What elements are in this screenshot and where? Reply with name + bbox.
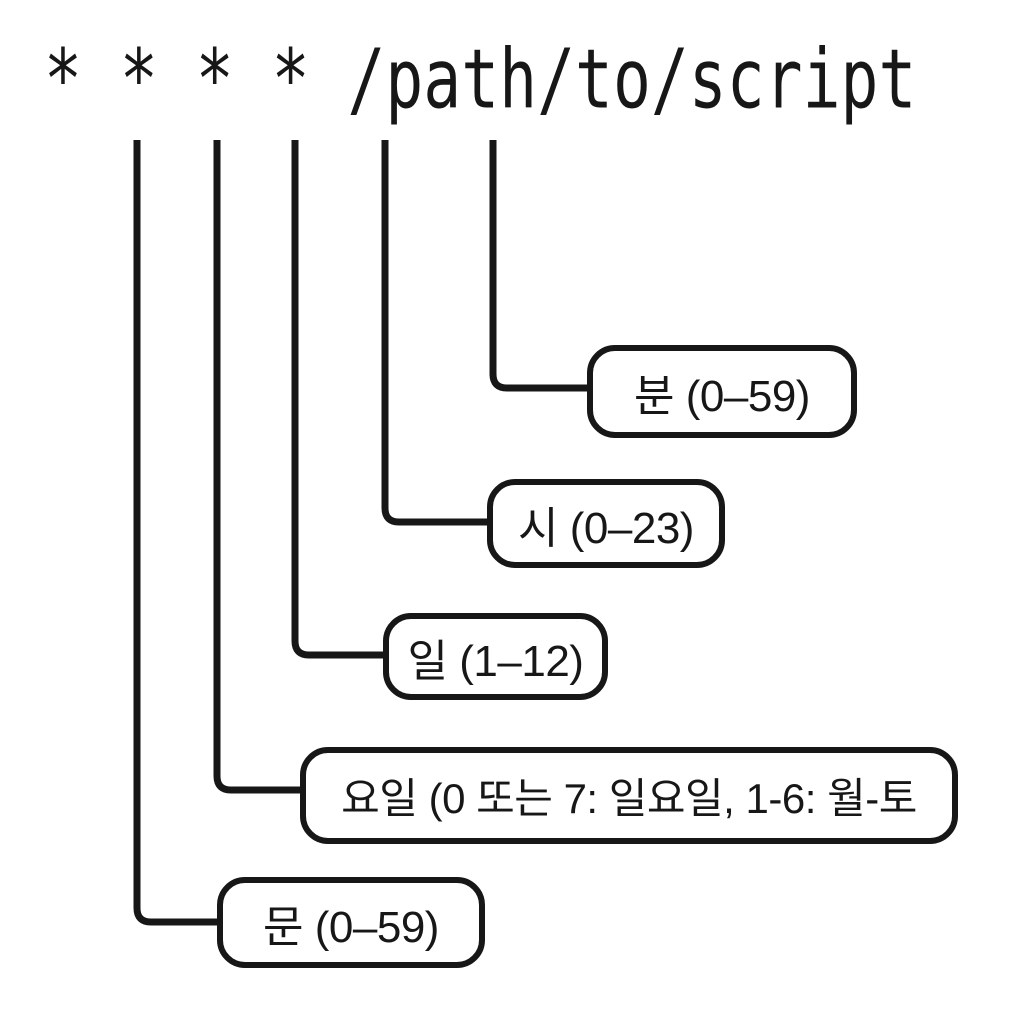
label-box-minute: 분 (0–59) bbox=[587, 345, 857, 438]
connector-line-weekday bbox=[213, 140, 300, 794]
label-hour-text: 시 (0–23) bbox=[518, 503, 694, 553]
label-box-hour: 시 (0–23) bbox=[487, 479, 725, 568]
label-box-day: 일 (1–12) bbox=[383, 613, 608, 700]
cron-command-text: * * * * /path/to/script bbox=[44, 32, 917, 127]
label-weekday-text: 요일 (0 또는 7: 일요일, 1-6: 월-토 bbox=[341, 775, 917, 822]
connector-line-hour bbox=[381, 140, 487, 526]
label-bottom-minute-text: 문 (0–59) bbox=[263, 902, 439, 952]
connector-line-bottom bbox=[133, 140, 217, 926]
connector-line-day bbox=[291, 140, 383, 659]
label-box-weekday: 요일 (0 또는 7: 일요일, 1-6: 월-토 bbox=[300, 747, 958, 844]
label-box-bottom-minute: 문 (0–59) bbox=[217, 877, 485, 968]
label-minute-text: 분 (0–59) bbox=[634, 371, 810, 421]
label-day-text: 일 (1–12) bbox=[407, 636, 584, 686]
connector-line-minute bbox=[489, 140, 587, 392]
